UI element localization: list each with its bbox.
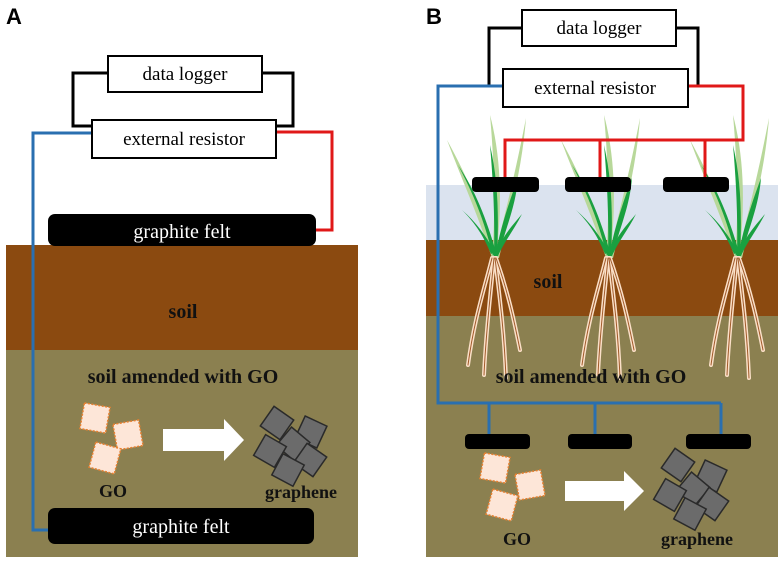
panel-b-top-electrode bbox=[663, 177, 729, 192]
graphene-flake bbox=[252, 433, 288, 469]
panel-a-data-logger-label: data logger bbox=[143, 64, 229, 85]
panel-b-top-electrode bbox=[472, 177, 539, 192]
panel-a-soil-layer bbox=[6, 245, 358, 350]
panel-b: B bbox=[426, 4, 778, 557]
graphene-flake bbox=[270, 452, 306, 488]
panel-b-bottom-electrode bbox=[465, 434, 530, 449]
panel-b-resistor-box bbox=[502, 68, 689, 108]
panel-b-resistor-label: external resistor bbox=[534, 78, 657, 99]
panel-b-data-logger-box bbox=[521, 9, 677, 47]
panel-a-resistor-label: external resistor bbox=[123, 129, 246, 150]
panel-a-graphite-felt-top bbox=[48, 214, 316, 246]
panel-b-bottom-electrode bbox=[568, 434, 632, 449]
panel-b-arrow bbox=[565, 471, 644, 511]
panel-a-data-logger-box bbox=[107, 55, 263, 93]
graphene-flake bbox=[660, 447, 696, 483]
panel-a-graphene-cluster bbox=[252, 405, 328, 488]
panel-b-go-label: GO bbox=[503, 529, 531, 549]
panel-a-go-flakes bbox=[79, 402, 144, 475]
panel-a-red-wire bbox=[276, 130, 334, 232]
panel-a-graphite-felt-bottom-label: graphite felt bbox=[132, 516, 230, 538]
panel-a-graphite-felt-bottom bbox=[48, 508, 314, 544]
go-flake bbox=[485, 488, 519, 522]
panel-a-resistor-box bbox=[91, 119, 277, 159]
panel-b-data-logger-label: data logger bbox=[557, 18, 643, 39]
panel-b-top-electrode bbox=[565, 177, 631, 192]
panel-b-amended-label: soil amended with GO bbox=[496, 366, 687, 388]
graphene-flake bbox=[652, 477, 688, 513]
graphene-flake bbox=[259, 405, 295, 441]
go-flake bbox=[112, 419, 144, 451]
panel-a-arrow bbox=[163, 419, 244, 461]
panel-b-soil-label: soil bbox=[534, 271, 563, 293]
panel-a-logger-wire bbox=[71, 71, 295, 128]
panel-a-amended-label: soil amended with GO bbox=[88, 366, 279, 388]
go-flake bbox=[88, 441, 122, 475]
panel-b-graphene-label: graphene bbox=[661, 529, 733, 549]
panel-a-blue-wire bbox=[31, 131, 92, 532]
panel-b-graphene-cluster bbox=[652, 447, 730, 532]
plant bbox=[690, 115, 769, 380]
panel-b-blue-wire bbox=[436, 84, 723, 436]
graphene-flake bbox=[672, 496, 708, 532]
panel-a-soil-label: soil bbox=[169, 301, 198, 323]
panel-a-letter: A bbox=[6, 4, 22, 29]
panel-a: A data logger external resistor graphite… bbox=[6, 4, 358, 557]
panel-a-graphene-label: graphene bbox=[265, 482, 337, 502]
go-flake bbox=[79, 402, 111, 434]
panel-b-red-wire bbox=[503, 84, 745, 180]
panel-a-go-label: GO bbox=[99, 481, 127, 501]
go-flake bbox=[514, 469, 546, 501]
panel-a-graphite-felt-top-label: graphite felt bbox=[133, 221, 231, 243]
panel-b-bottom-electrode bbox=[686, 434, 751, 449]
panel-b-go-flakes bbox=[479, 452, 546, 522]
go-flake bbox=[479, 452, 511, 484]
panel-b-letter: B bbox=[426, 4, 442, 29]
